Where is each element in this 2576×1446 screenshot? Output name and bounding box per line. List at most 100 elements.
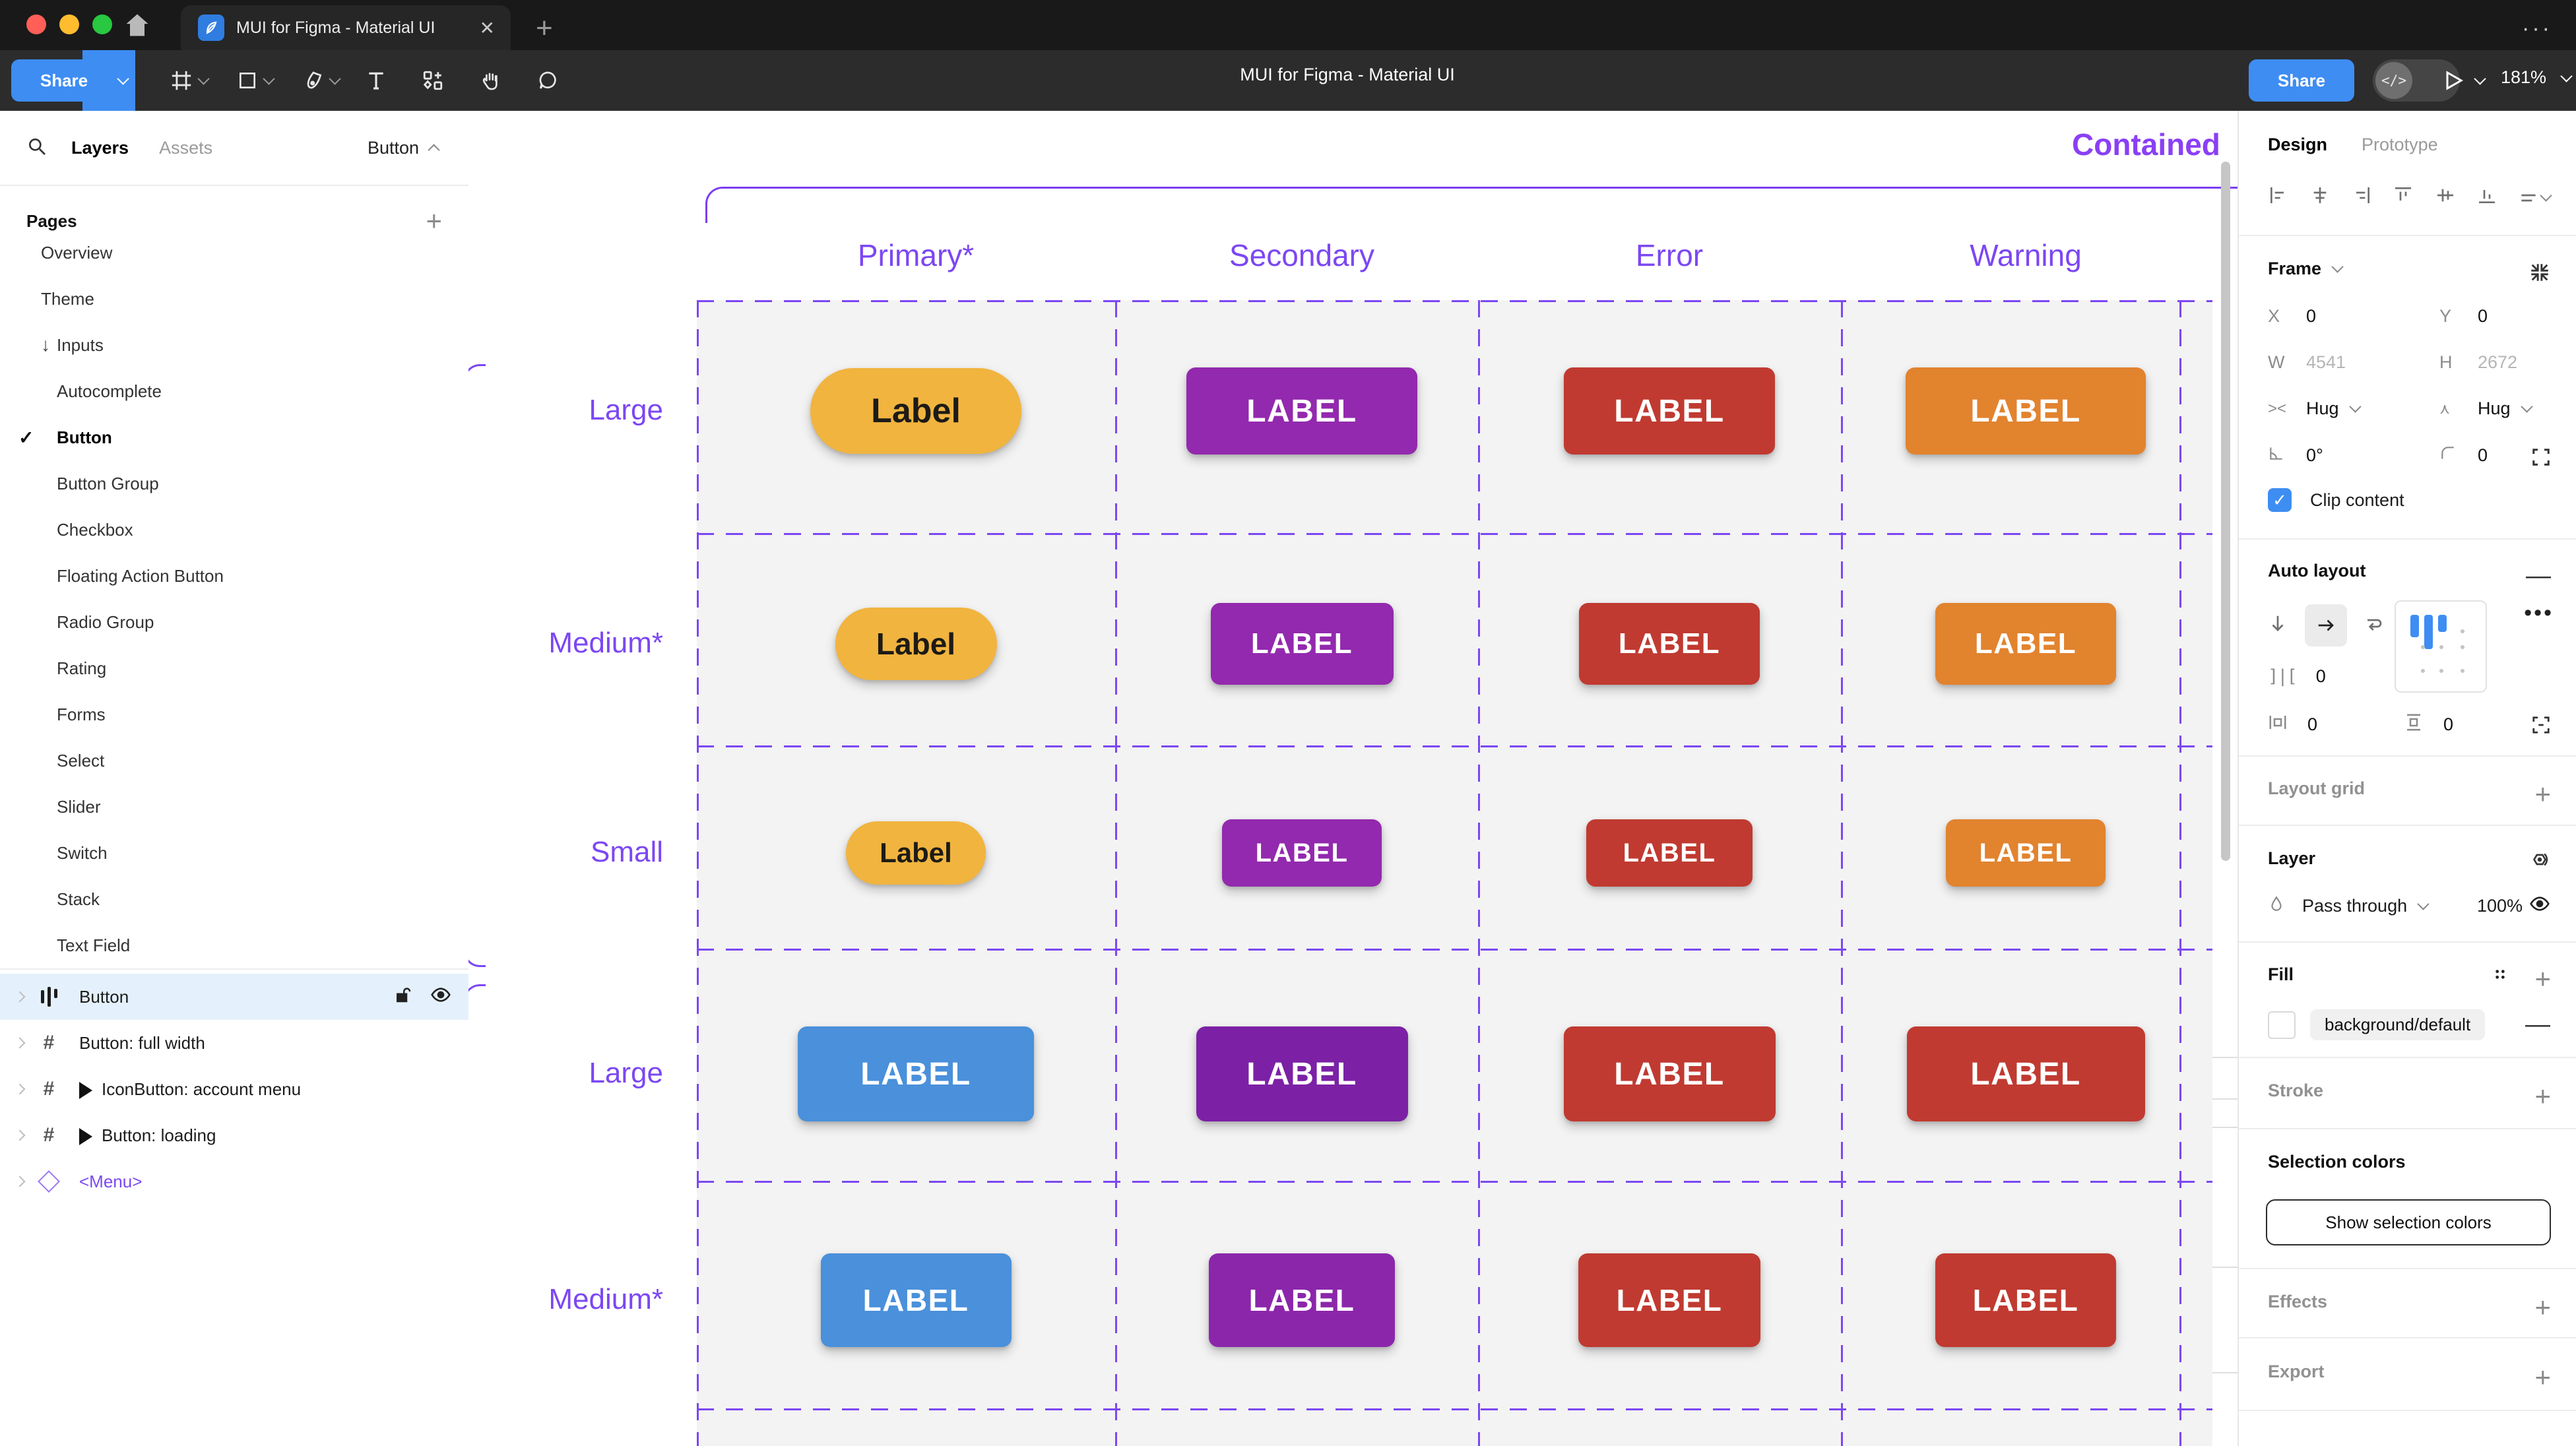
collapse-panel-icon[interactable] [2528,261,2551,284]
add-layout-grid-button[interactable]: + [2534,778,2551,809]
zoom-level-control[interactable]: 181% [2501,67,2573,88]
canvas-button-medium-secondary[interactable]: LABEL [1210,603,1394,685]
sidebar-page-radio-group[interactable]: Radio Group [0,599,468,645]
canvas-button-medium-primary[interactable]: Label [835,608,997,680]
close-window-button[interactable] [26,15,46,34]
individual-corners-icon[interactable] [2531,447,2551,467]
chevron-down-icon[interactable] [2474,72,2486,85]
canvas-scrollbar[interactable] [2221,162,2230,861]
shape-tool-button[interactable] [223,50,286,111]
add-page-button[interactable]: + [426,205,442,236]
styles-icon[interactable] [2492,966,2509,983]
present-button[interactable] [2441,69,2486,92]
hand-tool-button[interactable] [471,50,511,111]
sidebar-page-slider[interactable]: Slider [0,784,468,830]
add-fill-button[interactable]: + [2534,963,2551,994]
vertical-sizing-field[interactable]: ⋏ Hug [2439,398,2533,419]
eye-icon[interactable] [2529,893,2550,919]
eye-icon[interactable] [430,984,451,1010]
align-left-icon[interactable] [2268,185,2289,210]
layer-row-button-full-width[interactable]: #Button: full width [0,1020,468,1066]
page-selector[interactable]: Button [368,138,440,158]
align-top-icon[interactable] [2393,185,2414,210]
maximize-window-button[interactable] [92,15,112,34]
corner-radius-field[interactable]: 0 [2439,445,2488,466]
frame-section-header[interactable]: Frame [2268,259,2344,279]
blend-mode-value[interactable]: Pass through [2302,896,2408,916]
canvas-button-medium-secondary[interactable]: LABEL [1209,1253,1395,1347]
sidebar-page-stack[interactable]: Stack [0,876,468,922]
remove-auto-layout-button[interactable]: — [2526,562,2551,590]
dev-mode-code-icon[interactable]: </> [2375,62,2412,99]
canvas-button-small-primary[interactable]: Label [846,821,986,885]
direction-horizontal-icon[interactable] [2305,604,2347,646]
frame-title[interactable]: Contained [2072,127,2220,162]
rotation-field[interactable]: 0° [2268,445,2323,466]
canvas-button-medium-error[interactable]: LABEL [1578,1253,1760,1347]
chevron-down-icon[interactable] [328,72,341,85]
chevron-down-icon[interactable] [262,72,275,85]
sidebar-page-autocomplete[interactable]: Autocomplete [0,368,468,414]
sidebar-page-button-group[interactable]: Button Group [0,460,468,507]
close-tab-icon[interactable]: ✕ [479,17,495,38]
sidebar-page-text-field[interactable]: Text Field [0,922,468,968]
add-export-button[interactable]: + [2534,1362,2551,1393]
sidebar-page-rating[interactable]: Rating [0,645,468,691]
align-bottom-icon[interactable] [2476,185,2497,210]
distribute-icon[interactable] [2518,187,2552,208]
resources-tool-button[interactable] [413,50,453,111]
tab-assets[interactable]: Assets [159,137,213,158]
unlock-icon[interactable] [393,985,413,1009]
vertical-padding-field[interactable]: 0 [2404,712,2453,737]
minimize-window-button[interactable] [59,15,79,34]
canvas-button-small-error[interactable]: LABEL [1586,819,1753,887]
layer-row-button[interactable]: Button [0,974,468,1020]
tab-design[interactable]: Design [2268,135,2328,154]
tab-prototype[interactable]: Prototype [2362,135,2438,154]
canvas-button-medium-warning[interactable]: LABEL [1935,1253,2116,1347]
add-effect-button[interactable]: + [2534,1292,2551,1323]
layer-row-button-loading[interactable]: #Button: loading [0,1112,468,1158]
align-h-center-icon[interactable] [2309,185,2331,210]
remove-fill-button[interactable]: — [2525,1011,2550,1038]
opacity-value[interactable]: 100% [2476,896,2523,916]
canvas-button-large-secondary[interactable]: LABEL [1186,367,1417,455]
layer-row-iconbutton-account-menu[interactable]: #IconButton: account menu [0,1066,468,1112]
search-icon[interactable] [26,136,48,160]
layer-row--menu-[interactable]: <Menu> [0,1158,468,1205]
comment-tool-button[interactable] [528,50,567,111]
pen-tool-button[interactable] [289,50,352,111]
canvas-button-large-warning[interactable]: LABEL [1906,1026,2145,1121]
canvas-button-medium-primary[interactable]: LABEL [820,1253,1012,1347]
clip-content-checkbox[interactable]: ✓ [2268,488,2292,512]
individual-padding-icon[interactable] [2531,715,2551,735]
arrow-down-icon[interactable]: ↓ [41,334,50,355]
show-selection-colors-button[interactable]: Show selection colors [2266,1199,2551,1245]
align-v-center-icon[interactable] [2435,185,2456,210]
horizontal-sizing-field[interactable]: >< Hug [2268,398,2362,419]
align-right-icon[interactable] [2351,185,2372,210]
sidebar-page-overview[interactable]: Overview [0,230,468,276]
share-button[interactable]: Share [2249,59,2354,102]
chevron-down-icon[interactable] [116,72,129,85]
auto-layout-more-icon[interactable]: ••• [2524,600,2554,625]
canvas-button-small-secondary[interactable]: LABEL [1222,819,1382,887]
new-tab-button[interactable]: + [536,12,553,44]
canvas-button-large-secondary[interactable]: LABEL [1196,1026,1408,1121]
canvas-button-large-primary[interactable]: LABEL [798,1026,1034,1121]
clip-content-row[interactable]: ✓ Clip content [2268,488,2404,512]
sidebar-page-forms[interactable]: Forms [0,691,468,738]
sidebar-page-switch[interactable]: Switch [0,830,468,876]
chevron-down-icon[interactable] [197,72,210,85]
canvas-button-small-warning[interactable]: LABEL [1946,819,2106,887]
blend-mode-icon[interactable] [2528,848,2551,871]
add-stroke-button[interactable]: + [2534,1081,2551,1112]
share-button[interactable]: Share [11,59,117,102]
direction-vertical-icon[interactable] [2268,613,2288,638]
sidebar-page-checkbox[interactable]: Checkbox [0,507,468,553]
